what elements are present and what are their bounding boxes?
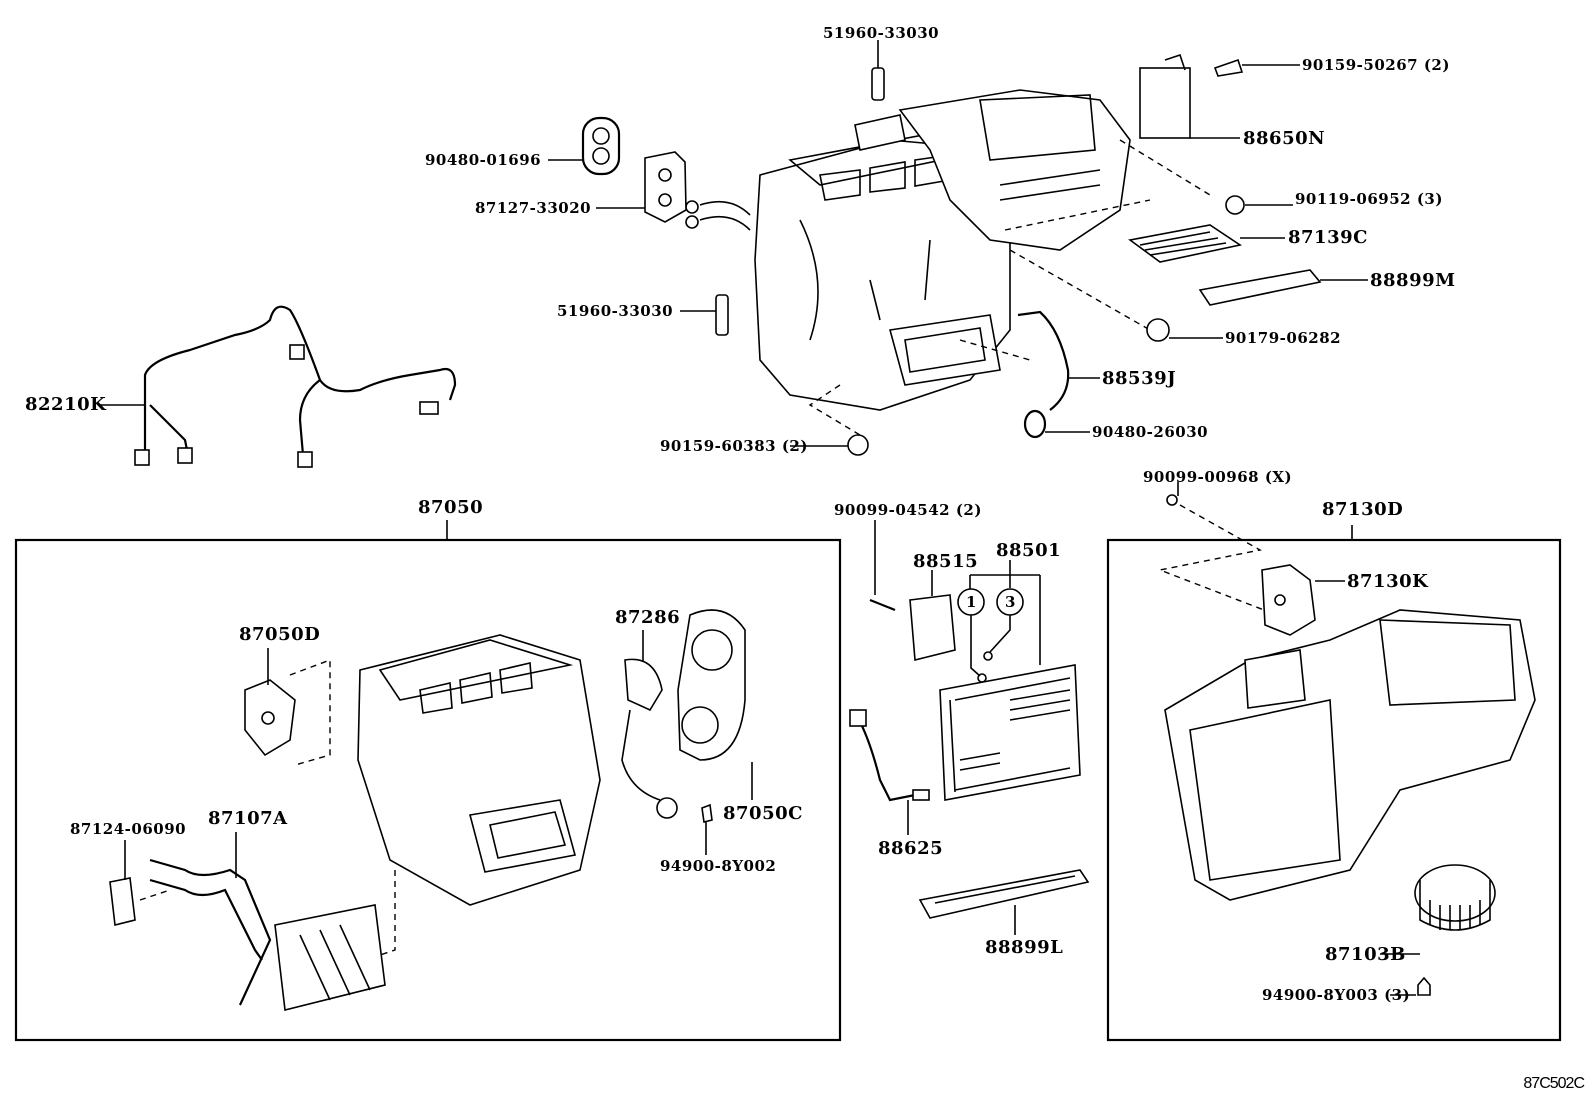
grommet-90480-26030 [1023, 409, 1047, 439]
group-box-87050 [14, 538, 842, 1042]
clip-51960-mid [715, 294, 729, 336]
part-label-87130K[interactable]: 87130K [1347, 571, 1429, 592]
blower-motor-87050C [677, 609, 746, 761]
servo-87286 [624, 658, 663, 712]
pipes-87107A [149, 858, 272, 1006]
screw-90119-06952 [1225, 195, 1245, 215]
dash-87050D [289, 658, 331, 766]
plate-87127-33020 [644, 151, 687, 223]
evaporator-88501 [939, 664, 1081, 801]
part-label-87286[interactable]: 87286 [615, 607, 681, 628]
screw-90159-50267 [1213, 58, 1244, 77]
part-label-94900-8Y003[interactable]: 94900-8Y003 (3) [1262, 986, 1411, 1004]
part-label-94900-8Y002[interactable]: 94900-8Y002 [660, 857, 777, 875]
actuator-87130K [1261, 564, 1316, 636]
part-label-88650N[interactable]: 88650N [1243, 128, 1326, 149]
part-label-88539J[interactable]: 88539J [1102, 368, 1177, 389]
part-label-87107A[interactable]: 87107A [208, 808, 288, 829]
part-label-90480-26030[interactable]: 90480-26030 [1092, 423, 1209, 441]
dash-screw-90119 [1004, 199, 1151, 231]
part-label-51960-33030-top[interactable]: 51960-33030 [823, 24, 940, 42]
part-label-90179-06282[interactable]: 90179-06282 [1225, 329, 1342, 347]
sensor-88625 [857, 717, 916, 802]
part-label-88899M[interactable]: 88899M [1370, 270, 1456, 291]
part-label-51960-33030-mid[interactable]: 51960-33030 [557, 302, 674, 320]
heater-core-87107A [274, 904, 386, 1011]
screw-90159-60383 [847, 434, 869, 456]
diagram-code: 87C502C [1523, 1075, 1585, 1092]
hvac-housing-top [685, 89, 1131, 411]
screw-94900-8Y003 [1417, 976, 1431, 996]
part-label-90480-01696[interactable]: 90480-01696 [425, 151, 542, 169]
group-label-87130D[interactable]: 87130D [1322, 499, 1404, 520]
dash-nut-90179 [1009, 249, 1151, 331]
dash-screw-90159-60383 [808, 384, 861, 436]
actuator-87050D [244, 679, 296, 757]
dash-lower-right [959, 339, 1031, 361]
dash-heater-core [379, 870, 396, 956]
clamp-87124-06090 [109, 877, 136, 926]
part-label-87139C[interactable]: 87139C [1288, 227, 1368, 248]
group-box-87130D [1106, 538, 1562, 1042]
part-label-87127-33020[interactable]: 87127-33020 [475, 199, 592, 217]
part-label-90159-50267[interactable]: 90159-50267 (2) [1302, 56, 1450, 74]
part-label-87050D[interactable]: 87050D [239, 624, 321, 645]
cover-88899M [1198, 269, 1322, 306]
part-label-88501[interactable]: 88501 [996, 540, 1062, 561]
clip-51960-top [871, 67, 885, 101]
nut-90179-06282 [1146, 318, 1170, 342]
callout-3: 3 [1005, 593, 1016, 611]
expansion-valve-88515 [909, 594, 956, 662]
part-label-87124-06090[interactable]: 87124-06090 [70, 820, 187, 838]
dash-90099-00968 [1157, 504, 1291, 621]
group-label-87050[interactable]: 87050 [418, 497, 484, 518]
callout-1: 1 [966, 593, 977, 611]
part-label-88515[interactable]: 88515 [913, 551, 979, 572]
part-label-88899L[interactable]: 88899L [985, 937, 1064, 958]
part-label-88625[interactable]: 88625 [878, 838, 944, 859]
dash-clamp [139, 889, 171, 901]
part-label-82210K[interactable]: 82210K [25, 394, 107, 415]
part-label-90099-00968[interactable]: 90099-00968 (X) [1143, 468, 1293, 486]
wire-harness-82210K [143, 305, 457, 450]
blower-case-87130D [1164, 609, 1536, 901]
dash-top-right [1119, 139, 1211, 196]
part-label-90119-06952[interactable]: 90119-06952 (3) [1295, 190, 1443, 208]
hose-88539J [1017, 310, 1070, 411]
bolt-90099-04542 [869, 598, 896, 612]
screw-90099-00968 [1166, 494, 1178, 506]
part-label-90099-04542[interactable]: 90099-04542 (2) [834, 501, 982, 519]
part-label-90159-60383[interactable]: 90159-60383 (2) [660, 437, 808, 455]
blower-fan-87103B [1414, 864, 1496, 922]
screw-94900-8Y002 [701, 803, 713, 823]
part-label-87050C[interactable]: 87050C [723, 803, 803, 824]
module-88650N [1139, 67, 1191, 139]
part-label-87103B[interactable]: 87103B [1325, 944, 1406, 965]
cover-88899L [918, 869, 1090, 919]
grommet-90480-01696 [581, 116, 621, 176]
